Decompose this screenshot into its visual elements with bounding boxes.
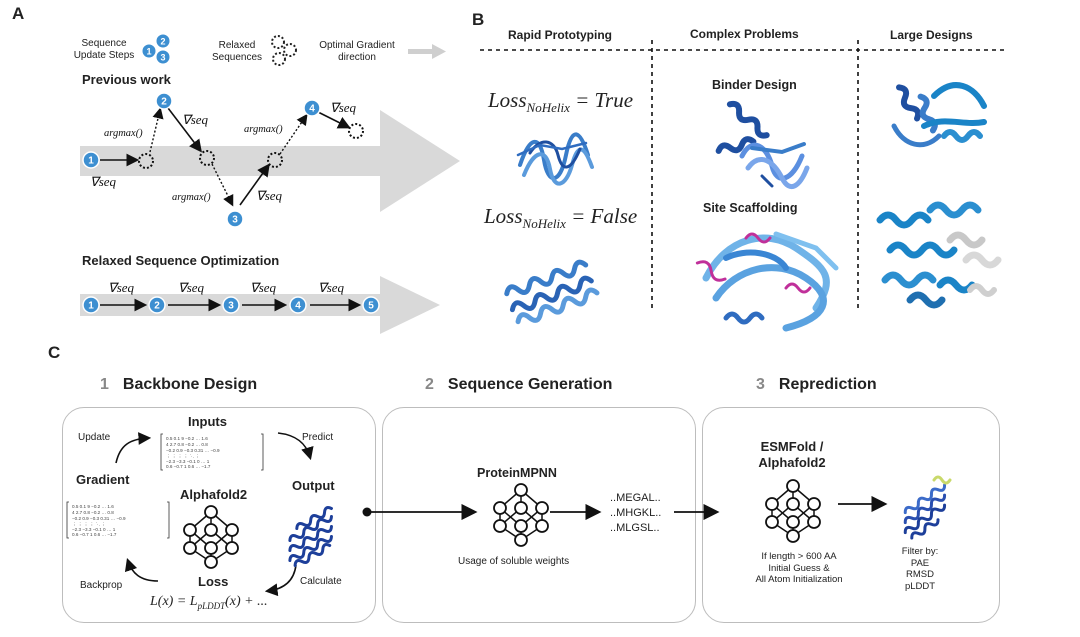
svg-text:1: 1	[146, 47, 151, 57]
inputs-label: Inputs	[188, 414, 227, 429]
calculate-label: Calculate	[300, 576, 342, 587]
col-rapid-prototyping: Rapid Prototyping	[508, 28, 612, 42]
svg-text:4: 4	[309, 104, 315, 115]
loss-label: Loss	[198, 574, 229, 589]
legend-steps-icon: 2 1 3	[141, 33, 171, 65]
inputs-matrix: 0.5 0.1 9 −0.2 … 1.6 4 2.7 0.8 −0.2 … 0.…	[160, 433, 264, 471]
svg-text:−0.2 0.9 −0.3 0.31 … −0.9: −0.2 0.9 −0.3 0.31 … −0.9	[166, 448, 220, 453]
legend-gradient-label: Optimal Gradient direction	[319, 40, 395, 63]
svg-text:⋮ ⋮ ⋮ ⋮ ⋱ ⋮: ⋮ ⋮ ⋮ ⋮ ⋱ ⋮	[166, 454, 200, 459]
pipeline-connectors	[362, 503, 720, 521]
svg-text:1: 1	[88, 301, 94, 312]
predict-label: Predict	[302, 432, 334, 443]
loss-true-label: LossNoHelix = True	[488, 88, 634, 116]
panel-b-letter: B	[472, 10, 485, 29]
svg-text:4: 4	[295, 301, 301, 312]
svg-text:2: 2	[161, 97, 167, 108]
large-design-2-image	[876, 201, 1002, 309]
svg-text:4 2.7 0.8 −0.2 … 0.8: 4 2.7 0.8 −0.2 … 0.8	[166, 442, 208, 447]
repredicted-protein-image	[903, 475, 952, 540]
col-complex-problems: Complex Problems	[690, 27, 799, 41]
gradient-matrix: 0.5 0.1 9 −0.2 … 1.6 4 2.7 0.8 −0.2 … 0.…	[66, 501, 170, 539]
svg-text:−2.3 −3.3 −0.1 0 … 1: −2.3 −3.3 −0.1 0 … 1	[72, 527, 116, 532]
sequence-item: ..MEGAL..	[610, 492, 661, 504]
gradient-label: Gradient	[76, 472, 130, 487]
svg-text:∇seq: ∇seq	[256, 188, 283, 203]
loss-false-label: LossNoHelix = False	[484, 204, 638, 232]
svg-text:⋮ ⋮ ⋮ ⋮ ⋱ ⋮: ⋮ ⋮ ⋮ ⋮ ⋱ ⋮	[72, 522, 106, 527]
panel-c-letter: C	[48, 343, 61, 362]
alphafold2-network-icon	[183, 505, 239, 569]
sequence-generation-box	[382, 407, 696, 623]
site-scaffolding-label: Site Scaffolding	[703, 201, 798, 215]
svg-text:∇seq: ∇seq	[182, 112, 209, 127]
relaxed-opt-title: Relaxed Sequence Optimization	[82, 253, 280, 268]
svg-text:1: 1	[88, 156, 94, 167]
esmfold-alphafold-label: ESMFold / Alphafold2	[758, 439, 826, 470]
binder-design-label: Binder Design	[712, 78, 797, 92]
binder-design-image	[715, 100, 810, 190]
svg-text:∇seq: ∇seq	[178, 280, 205, 295]
svg-text:3: 3	[228, 301, 234, 312]
panel-a-letter: A	[12, 4, 25, 23]
backprop-label: Backprop	[80, 580, 123, 591]
svg-text:0.6 −0.7 1 0.6 … −1.7: 0.6 −0.7 1 0.6 … −1.7	[72, 532, 117, 537]
protein-nohelix-true-image	[516, 132, 594, 186]
svg-text:2: 2	[160, 37, 165, 47]
col-large-designs: Large Designs	[890, 28, 973, 42]
previous-work-title: Previous work	[82, 72, 171, 87]
svg-text:argmax(): argmax()	[172, 192, 211, 203]
legend-steps-label: Sequence Update Steps	[73, 38, 135, 61]
sequence-item: ..MLGSL..	[610, 522, 660, 534]
panel-b-grid	[480, 40, 1005, 310]
reprediction-arrow	[838, 495, 888, 513]
svg-text:3: 3	[232, 215, 238, 226]
loss-formula: L(x) = LpLDDT(x) + ...	[150, 594, 268, 611]
proteinmpnn-network-icon	[493, 483, 549, 547]
soluble-weights-label: Usage of soluble weights	[458, 556, 570, 567]
filter-criteria: Filter by: PAE RMSD pLDDT	[901, 546, 939, 592]
svg-text:∇seq: ∇seq	[318, 280, 345, 295]
svg-text:argmax(): argmax()	[244, 124, 283, 135]
sequence-list: ..MEGAL.. ..MHGKL.. ..MLGSL..	[610, 491, 661, 536]
svg-text:−2.3 −3.3 −0.1 0 … 1: −2.3 −3.3 −0.1 0 … 1	[166, 459, 210, 464]
output-label: Output	[292, 478, 335, 493]
update-label: Update	[78, 432, 111, 443]
svg-text:argmax(): argmax()	[104, 128, 143, 139]
previous-work-diagram: 1 2 3 4 ∇seq ∇seq ∇seq ∇seq argmax() arg…	[80, 92, 460, 228]
large-design-1-image	[891, 82, 987, 148]
svg-text:0.5 0.1 9 −0.2 … 1.6: 0.5 0.1 9 −0.2 … 1.6	[72, 504, 114, 509]
output-protein-image	[288, 506, 333, 567]
svg-text:5: 5	[368, 301, 374, 312]
reprediction-box	[702, 407, 1000, 623]
svg-text:3: 3	[160, 53, 165, 63]
svg-text:−0.2 0.9 −0.3 0.31 … −0.9: −0.2 0.9 −0.3 0.31 … −0.9	[72, 516, 126, 521]
sequence-item: ..MHGKL..	[610, 507, 662, 519]
svg-text:∇seq: ∇seq	[108, 280, 135, 295]
alphafold2-label: Alphafold2	[180, 487, 248, 502]
site-scaffolding-image	[695, 231, 839, 332]
legend-gradient-arrow	[408, 44, 446, 59]
svg-text:∇seq: ∇seq	[90, 174, 117, 189]
relaxed-opt-diagram: 1 2 3 4 5 ∇seq ∇seq ∇seq ∇seq	[80, 276, 440, 334]
reprediction-conditions: If length > 600 AA Initial Guess & All A…	[755, 551, 843, 585]
protein-nohelix-false-image	[504, 259, 600, 325]
legend-relaxed-icon	[271, 35, 297, 66]
svg-text:∇seq: ∇seq	[250, 280, 277, 295]
svg-text:2: 2	[154, 301, 160, 312]
proteinmpnn-label: ProteinMPNN	[477, 466, 557, 480]
svg-text:4 2.7 0.8 −0.2 … 0.8: 4 2.7 0.8 −0.2 … 0.8	[72, 510, 114, 515]
legend-relaxed-label: Relaxed Sequences	[211, 40, 263, 63]
svg-text:∇seq: ∇seq	[330, 100, 357, 115]
svg-text:0.6 −0.7 1 0.6 … −1.7: 0.6 −0.7 1 0.6 … −1.7	[166, 464, 211, 469]
backbone-cycle-arrows	[115, 432, 314, 597]
reprediction-network-icon	[765, 479, 821, 543]
svg-text:0.5 0.1 9 −0.2 … 1.6: 0.5 0.1 9 −0.2 … 1.6	[166, 436, 208, 441]
